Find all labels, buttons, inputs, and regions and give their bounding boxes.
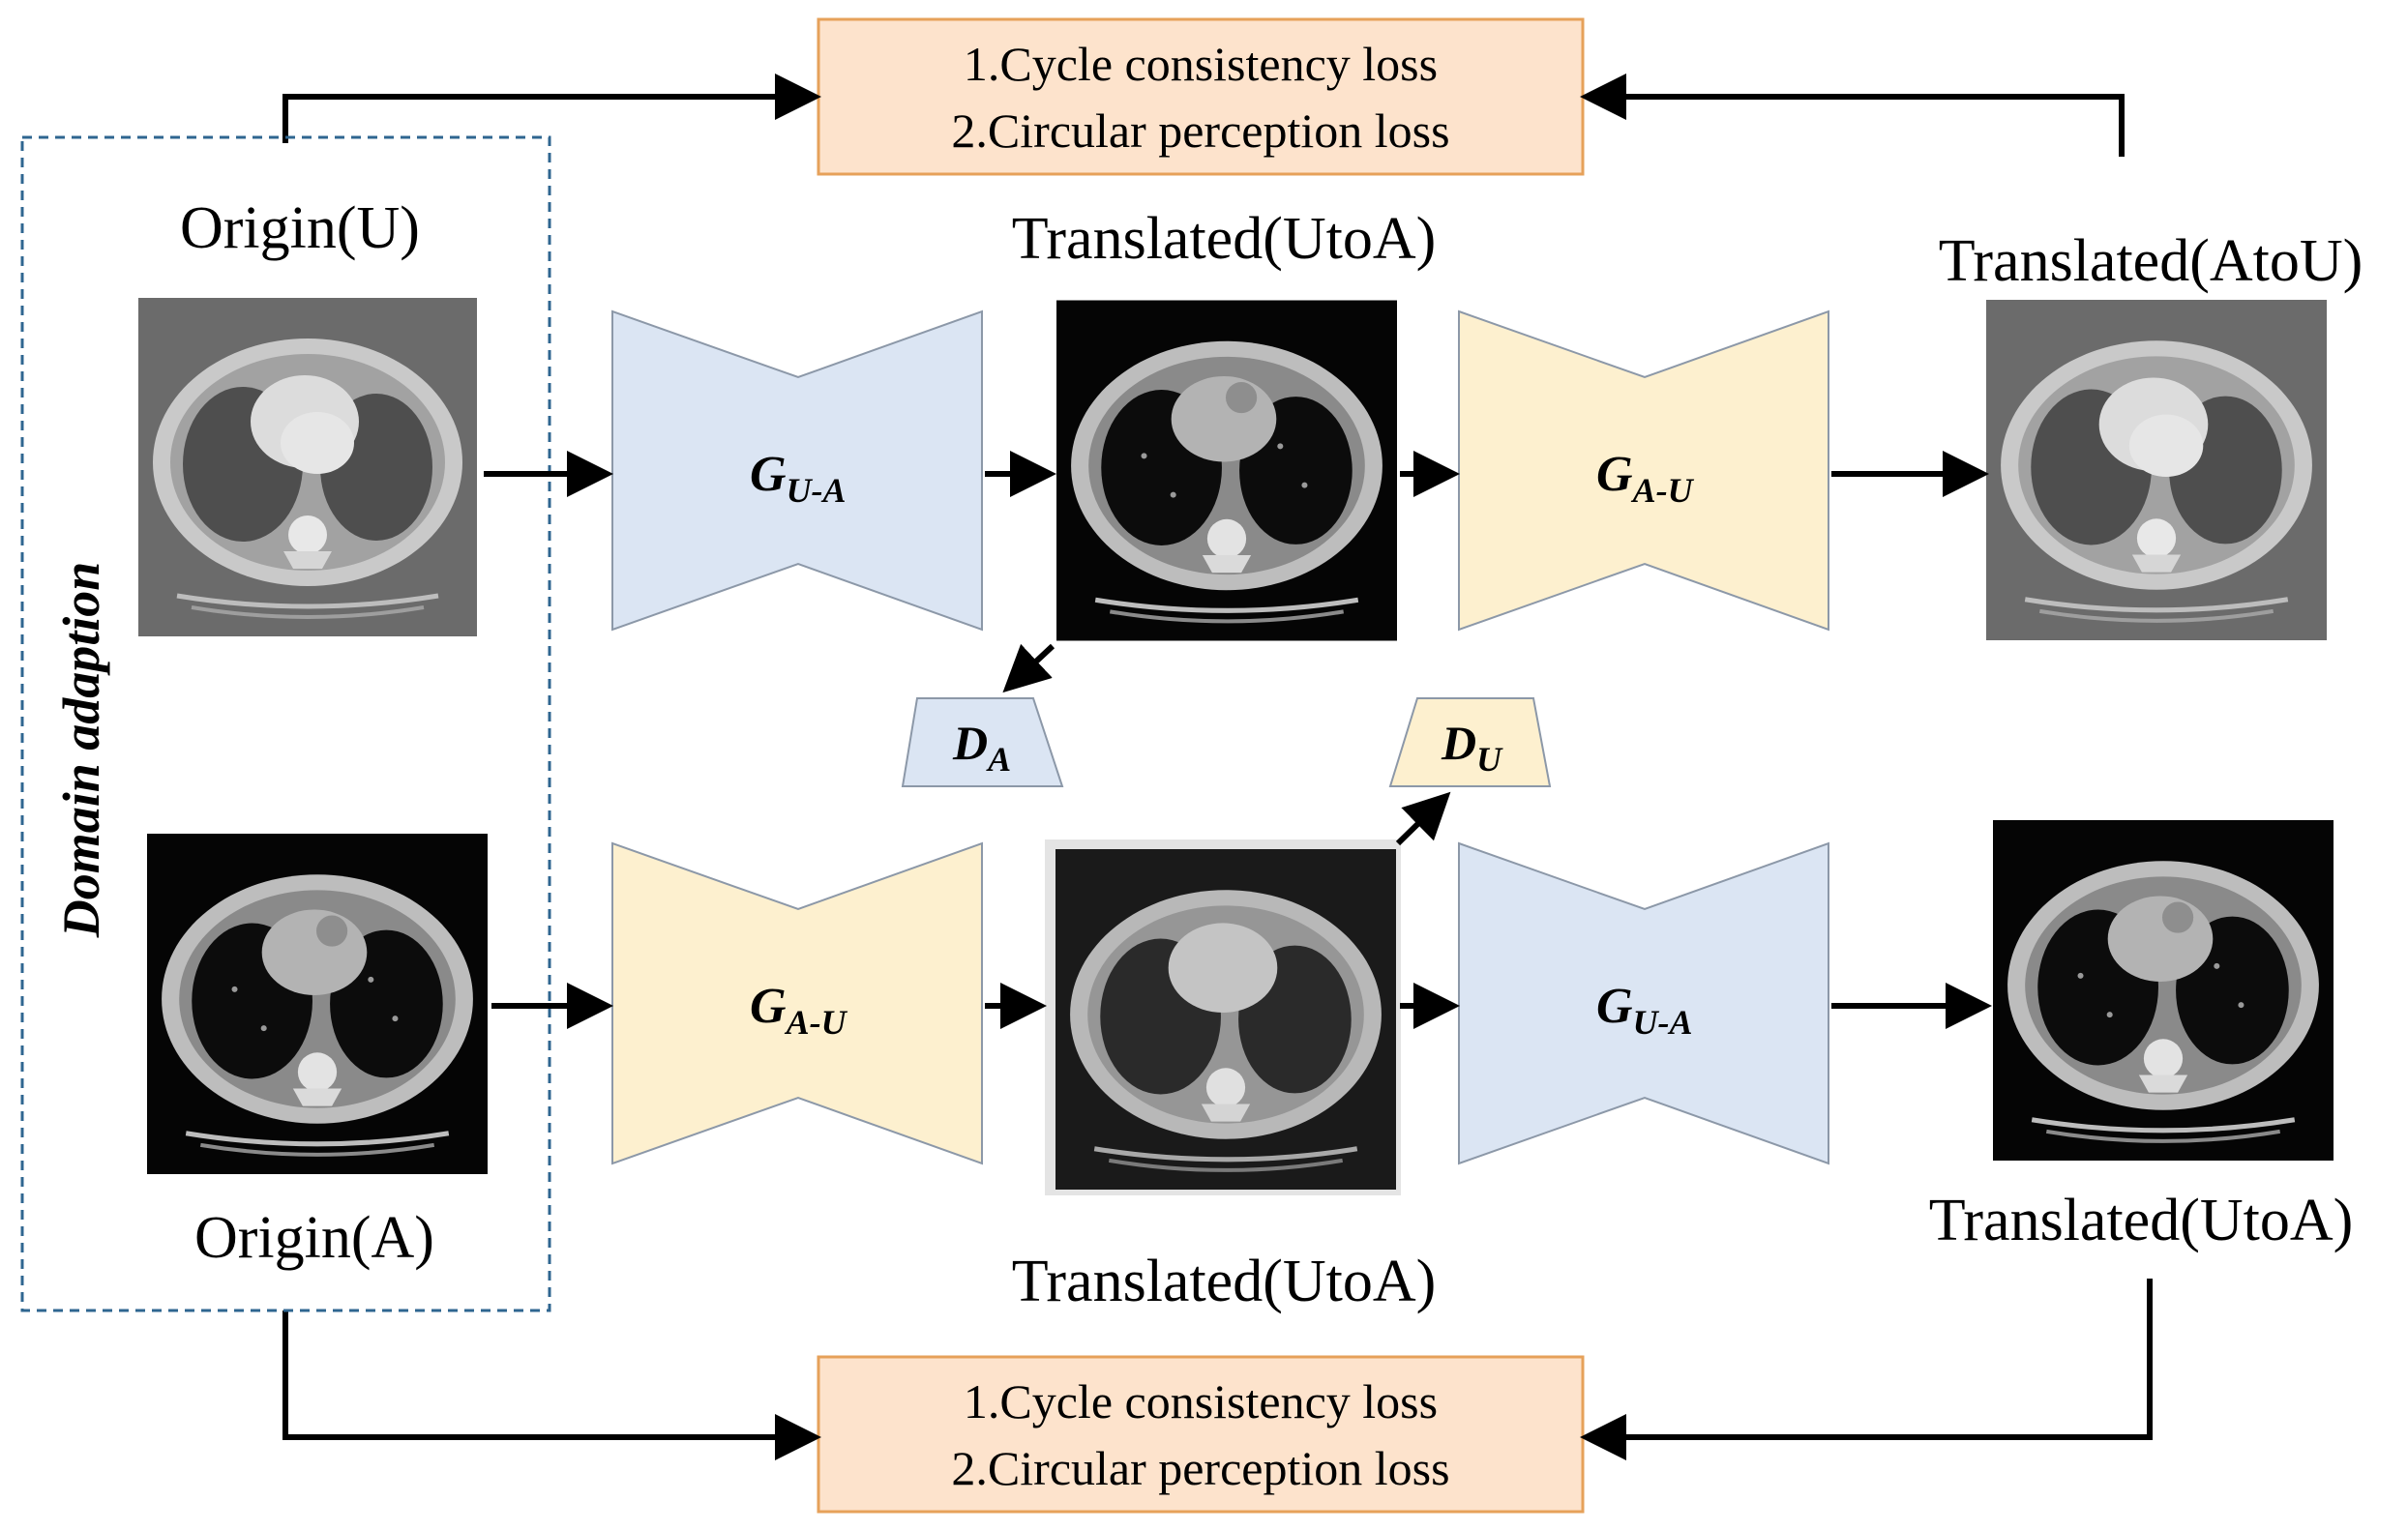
svg-text:GA-U: GA-U xyxy=(750,979,848,1042)
ct-image-translated-top-mid xyxy=(1056,301,1397,641)
flow-arrows xyxy=(484,451,1992,1029)
loss-top-line2: 2.Circular perception loss xyxy=(951,103,1449,158)
domain-adaption-box xyxy=(20,135,551,1312)
discriminator-d-u: DU xyxy=(1388,697,1552,787)
discriminator-d-a: DA xyxy=(901,697,1064,787)
bottom-right-loss-arrow xyxy=(1580,1279,2153,1460)
ct-image-origin-a xyxy=(147,834,488,1174)
svg-text:GA-U: GA-U xyxy=(1596,447,1695,510)
label-translated-bottom-right: Translated(UtoA) xyxy=(1929,1188,2354,1253)
label-translated-top-mid: Translated(UtoA) xyxy=(1012,206,1437,272)
label-translated-top-right: Translated(AtoU) xyxy=(1939,228,2363,294)
arrow-to-d-a xyxy=(1002,643,1055,693)
label-translated-bottom-mid: Translated(UtoA) xyxy=(1012,1249,1437,1314)
loss-box-top: 1.Cycle consistency loss 2.Circular perc… xyxy=(817,17,1585,176)
loss-bottom-line1: 1.Cycle consistency loss xyxy=(964,1374,1438,1428)
loss-box-bottom: 1.Cycle consistency loss 2.Circular perc… xyxy=(817,1355,1585,1514)
svg-text:DU: DU xyxy=(1441,716,1503,779)
generator-bottom-left: GA-U xyxy=(611,841,983,1165)
ct-image-origin-u xyxy=(138,298,477,636)
domain-adaption-label: Domain adaption xyxy=(52,562,110,939)
label-origin-u: Origin(U) xyxy=(180,195,420,261)
arrow-to-d-u xyxy=(1395,791,1451,846)
svg-text:GU-A: GU-A xyxy=(1596,979,1693,1042)
generator-top-left: GU-A xyxy=(611,309,983,632)
svg-text:DA: DA xyxy=(952,716,1011,779)
svg-text:GU-A: GU-A xyxy=(750,447,847,510)
top-right-loss-arrow xyxy=(1580,74,2125,157)
generator-top-right: GA-U xyxy=(1458,309,1829,632)
label-origin-a: Origin(A) xyxy=(194,1205,434,1271)
generator-bottom-right: GU-A xyxy=(1458,841,1829,1165)
bottom-left-loss-arrow xyxy=(282,1310,821,1460)
top-left-loss-arrow xyxy=(282,74,821,143)
loss-top-line1: 1.Cycle consistency loss xyxy=(964,37,1438,91)
loss-connectors xyxy=(282,74,2153,1460)
ct-image-translated-top-right xyxy=(1986,300,2327,640)
loss-bottom-line2: 2.Circular perception loss xyxy=(951,1441,1449,1495)
ct-image-translated-bottom-mid xyxy=(1055,849,1396,1190)
ct-image-translated-bottom-right xyxy=(1993,820,2334,1161)
